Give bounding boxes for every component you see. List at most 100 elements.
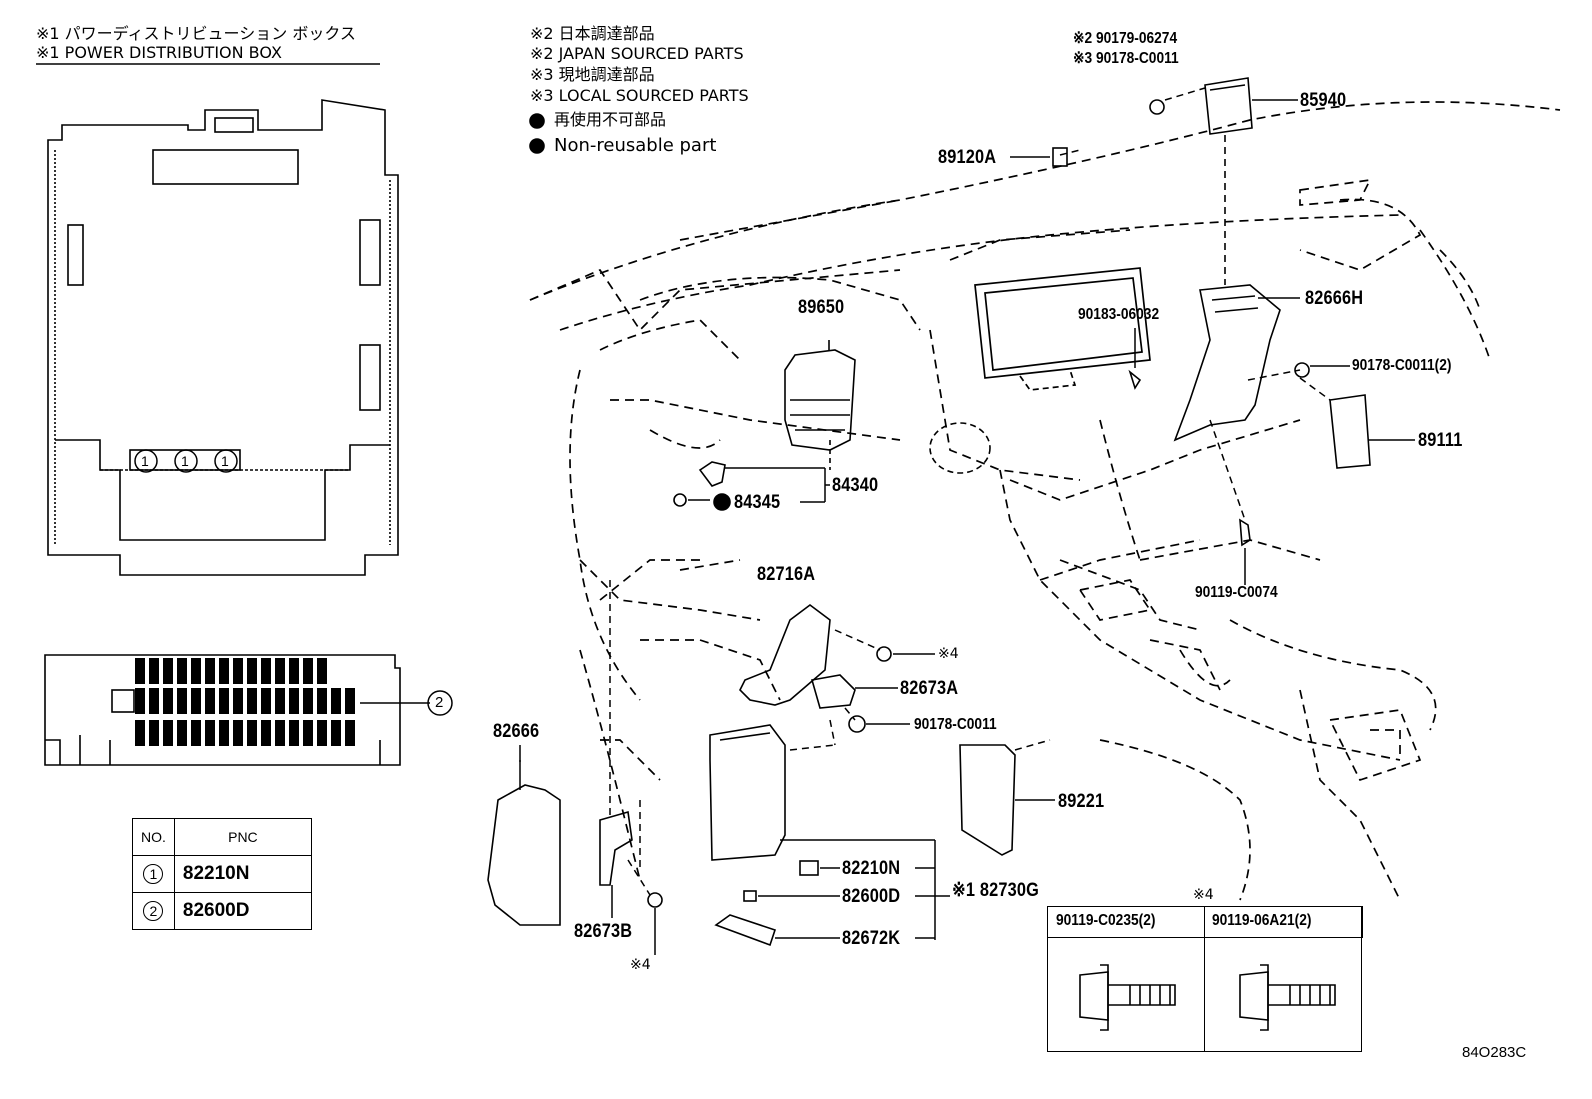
fuse-slot — [247, 720, 257, 746]
note-japan-jp: ※2 日本調達部品 — [530, 24, 655, 43]
note-pdb-jp: ※1 パワーディストリビューション ボックス — [36, 24, 356, 43]
pnc-header-no: NO. — [132, 818, 175, 856]
label-90179-06274: ※2 90179-06274 — [1073, 30, 1178, 47]
label-note4-b: ※4 — [630, 957, 651, 973]
non-reuse-dot-legend-2 — [529, 138, 545, 154]
note-pdb-en: ※1 POWER DISTRIBUTION BOX — [36, 43, 282, 62]
label-82672K: 82672K — [842, 928, 901, 949]
fuse-slot — [205, 720, 215, 746]
label-90178-C0011-2: 90178-C0011(2) — [1352, 357, 1452, 374]
fuse-slot — [135, 720, 145, 746]
label-82666: 82666 — [493, 721, 540, 742]
fuse-slot — [191, 720, 201, 746]
fuse-slot — [261, 658, 271, 684]
fuse-slot — [205, 688, 215, 714]
instrument-panel-outline — [529, 101, 1561, 901]
fuse-slot — [191, 688, 201, 714]
bolt-90119-C0074 — [1239, 518, 1251, 547]
bracket-82716A — [739, 604, 831, 706]
pnc-table-header: NO. PNC — [132, 818, 312, 856]
fuse-slot — [345, 720, 355, 746]
fuse-slot — [177, 720, 187, 746]
label-82716A: 82716A — [757, 564, 816, 585]
clip-89120A — [1052, 147, 1068, 167]
fuse-slot — [331, 688, 341, 714]
block-82666 — [487, 760, 561, 926]
junction-block-82730G — [709, 724, 786, 861]
fuse-slot — [149, 688, 159, 714]
fuse-slot — [317, 720, 327, 746]
label-82600D: 82600D — [842, 886, 901, 907]
nut-90178-C0011 — [848, 715, 866, 733]
dashed-connectors — [609, 87, 1331, 896]
bracket-82673B — [599, 810, 633, 886]
pnc-row-no: 2 — [143, 901, 164, 921]
label-89221: 89221 — [1058, 791, 1105, 812]
fuse-slot — [331, 720, 341, 746]
label-90183-06032: 90183-06032 — [1078, 306, 1160, 323]
nut-90178-C0011-2 — [1294, 362, 1310, 378]
circled-callouts-1 — [134, 449, 238, 473]
label-note4-a: ※4 — [938, 646, 959, 662]
note-nonreuse-jp: 再使用不可部品 — [554, 110, 667, 129]
table-row: 2 82600D — [132, 892, 312, 930]
fuse-slot — [261, 720, 271, 746]
leader-lines — [519, 99, 1415, 955]
component-84340 — [698, 461, 726, 487]
fuse-slot — [275, 658, 285, 684]
air-vent — [929, 422, 991, 474]
fuse-slot — [205, 658, 215, 684]
label-90178-C0011: 90178-C0011 — [914, 716, 997, 733]
label-89650: 89650 — [798, 297, 845, 318]
fuse-slot — [163, 658, 173, 684]
figure-code: 84O283C — [1462, 1044, 1527, 1061]
label-90119-C0074: 90119-C0074 — [1195, 584, 1278, 601]
cover-82672K — [714, 914, 777, 947]
label-89120A: 89120A — [938, 147, 997, 168]
screw-90183-06032 — [1128, 369, 1142, 390]
fuse-slot — [303, 720, 313, 746]
fuse-slot — [163, 688, 173, 714]
non-reuse-dot-legend — [529, 113, 545, 129]
ecu-89111 — [1329, 394, 1371, 469]
label-89111: 89111 — [1418, 430, 1463, 451]
fuse-grid — [135, 658, 355, 746]
fuse-slot — [233, 658, 243, 684]
power-distribution-box-top-view — [47, 99, 399, 576]
fuse-slot — [289, 658, 299, 684]
label-82673A: 82673A — [900, 678, 959, 699]
fuse-slot — [289, 720, 299, 746]
fuse-slot — [303, 658, 313, 684]
power-distribution-box-side-view — [44, 654, 401, 766]
bolt-table-header — [1047, 906, 1363, 938]
bolt-col-2: 90119-06A21(2) — [1212, 912, 1312, 929]
fuse-slot — [219, 658, 229, 684]
fuse-slot — [191, 658, 201, 684]
circled-callout-2 — [427, 690, 453, 716]
fuse-82600D — [743, 890, 757, 902]
label-90178-C0011-top: ※3 90178-C0011 — [1073, 50, 1179, 67]
fuse-slot — [177, 688, 187, 714]
circled-1-a: 1 — [141, 453, 149, 469]
note-local-en: ※3 LOCAL SOURCED PARTS — [530, 86, 749, 105]
circled-2: 2 — [435, 694, 444, 711]
circled-1-c: 1 — [221, 453, 229, 469]
label-85940: 85940 — [1300, 90, 1347, 111]
bolt-col-1: 90119-C0235(2) — [1056, 912, 1156, 929]
fuse-slot — [247, 658, 257, 684]
fuse-slot — [219, 720, 229, 746]
fuse-slot — [345, 688, 355, 714]
circled-1-b: 1 — [181, 453, 189, 469]
fuse-slot — [289, 688, 299, 714]
note-japan-en: ※2 JAPAN SOURCED PARTS — [530, 44, 744, 63]
component-84345 — [673, 493, 687, 507]
fuse-slot — [149, 720, 159, 746]
bolt-head-82716A — [876, 646, 892, 662]
pnc-row-no: 1 — [143, 864, 164, 884]
bolt-table-note: ※4 — [1193, 887, 1214, 903]
bracket-82666H — [1173, 284, 1281, 442]
relay-82210N — [799, 860, 819, 876]
label-82730G: ※1 82730G — [952, 880, 1040, 901]
fuse-slot — [135, 688, 145, 714]
non-reuse-dot-84345 — [713, 493, 731, 511]
